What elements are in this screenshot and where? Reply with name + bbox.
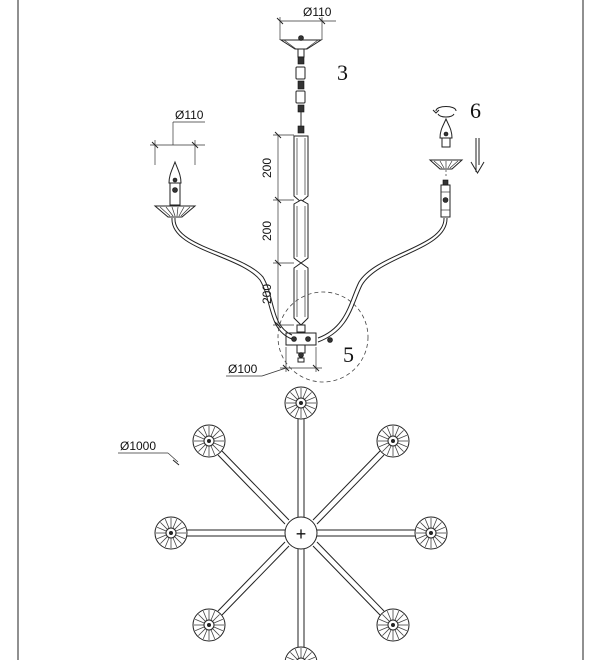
- top-view-hub: [284, 516, 318, 550]
- segment-length-3-label: 200: [260, 284, 274, 304]
- right-candle-cup: [428, 159, 464, 178]
- top-view-hub-center-mark: +: [296, 524, 307, 544]
- canopy: [276, 17, 336, 58]
- right-candle-bulb: [439, 117, 453, 148]
- callout-hub-detail-number: 5: [343, 342, 354, 367]
- rosette-top-right: [376, 424, 410, 458]
- left-arm: [171, 217, 293, 340]
- rosette-top: [284, 386, 318, 420]
- hub-dimension-lines: [226, 347, 322, 377]
- overall-diameter-label: Ø1000: [120, 439, 156, 453]
- callout-chain-number: 3: [337, 60, 348, 85]
- chain: [295, 56, 306, 134]
- canopy-diameter-label: Ø110: [303, 5, 332, 19]
- rosette-bottom-right: [376, 608, 410, 642]
- top-view-arms: [186, 418, 416, 648]
- left-candle-cup: [153, 205, 197, 218]
- right-arm: [317, 217, 448, 343]
- rosette-top-left: [192, 424, 226, 458]
- hub: [285, 332, 317, 363]
- rosette-right: [414, 516, 448, 550]
- rosette-bottom-left: [192, 608, 226, 642]
- central-column: [293, 135, 309, 333]
- segment-length-1-label: 200: [260, 158, 274, 178]
- segment-dimension-lines: [273, 131, 294, 329]
- arm-cup-dimension-lines: [150, 121, 205, 165]
- rosette-left: [154, 516, 188, 550]
- hub-detail-circle: [277, 291, 369, 383]
- right-socket: [440, 179, 451, 218]
- segment-length-2-label: 200: [260, 221, 274, 241]
- down-arrow-icon: [470, 138, 485, 174]
- left-candle-bulb: [168, 160, 182, 206]
- top-view-rosettes: [154, 386, 448, 660]
- arm-cup-diameter-label: Ø110: [175, 108, 204, 122]
- rosette-bottom: [284, 646, 318, 660]
- hub-diameter-label: Ø100: [228, 362, 258, 376]
- bulb-rotate-arrow-icon: [432, 106, 457, 118]
- overall-diameter-leader: [118, 452, 180, 466]
- callout-bulb-install-number: 6: [470, 98, 481, 123]
